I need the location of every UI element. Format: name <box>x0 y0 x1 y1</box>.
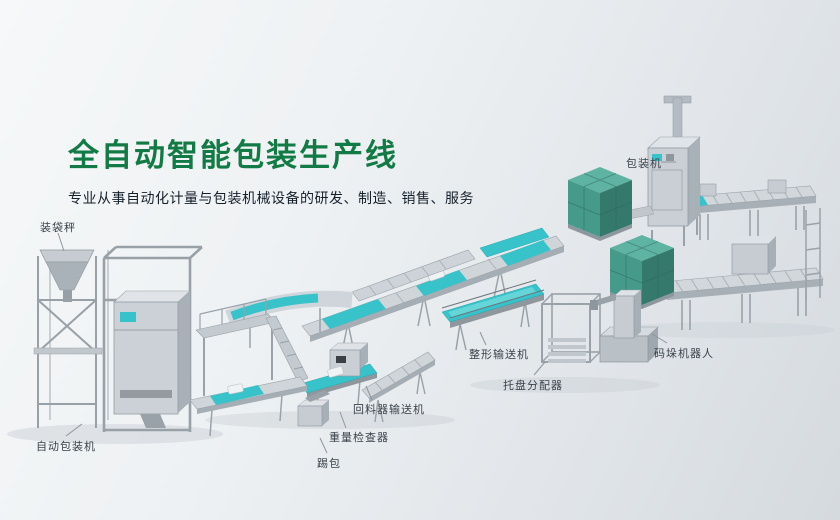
label-palletizing-robot: 码垛机器人 <box>654 348 714 360</box>
label-weight-checker: 重量检查器 <box>329 432 389 444</box>
product-stack-upper <box>567 167 633 241</box>
label-pallet-dispenser: 托盘分配器 <box>503 380 563 392</box>
curved-conveyor <box>225 290 353 348</box>
platform-and-stairs <box>195 298 309 396</box>
page-subtitle: 专业从事自动化计量与包装机械设备的研发、制造、销售、服务 <box>68 190 474 206</box>
auto-packaging-machine <box>102 245 203 432</box>
shaping-conveyor <box>441 279 545 351</box>
pallet-dispenser <box>541 293 601 363</box>
label-auto-packaging-machine: 自动包装机 <box>36 441 96 453</box>
page-title: 全自动智能包装生产线 <box>68 138 398 173</box>
label-shaping-conveyor: 整形输送机 <box>469 349 529 361</box>
kick-bag-device <box>297 390 330 427</box>
output-conveyor-bottom <box>659 208 824 330</box>
bagging-scale-machine <box>33 249 109 428</box>
return-conveyor <box>361 351 436 423</box>
label-return-conveyor: 回料器输送机 <box>353 404 425 416</box>
label-bagging-scale: 装袋秤 <box>40 222 76 234</box>
label-kick-bag: 踢包 <box>317 458 341 470</box>
output-conveyor-top <box>669 179 817 240</box>
label-leader-lines <box>57 161 676 454</box>
label-packaging-machine: 包装机 <box>626 158 662 170</box>
front-discharge-conveyor <box>189 376 308 437</box>
upper-roller-conveyor <box>351 227 550 302</box>
